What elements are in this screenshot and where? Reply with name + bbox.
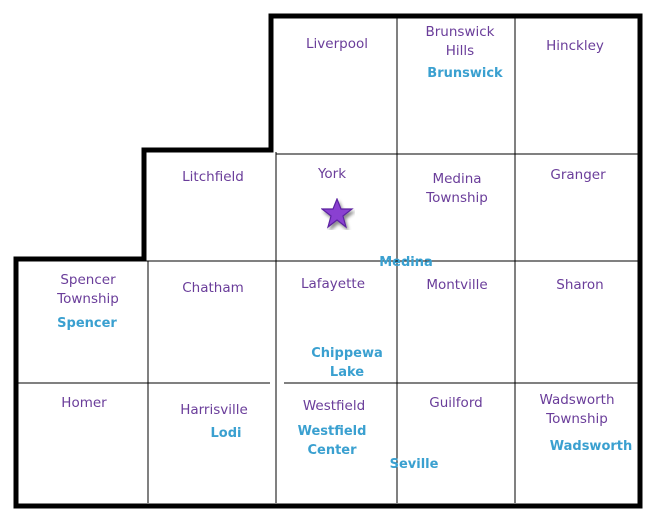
county-border: [13, 13, 643, 509]
township-litchfield: Litchfield: [182, 169, 244, 185]
city-lodi: Lodi: [210, 426, 242, 441]
star-icon: [321, 198, 354, 229]
township-harrisville: Harrisville: [180, 402, 248, 418]
grid-lines: [17, 17, 639, 503]
township-lafayette: Lafayette: [300, 276, 366, 292]
township-chatham: Chatham: [182, 280, 244, 296]
township-spencer: Spencer Township: [57, 272, 119, 307]
township-guilford: Guilford: [429, 395, 483, 411]
township-wadsworth: Wadsworth Township: [539, 392, 615, 427]
township-homer: Homer: [61, 395, 107, 411]
city-brunswick: Brunswick: [427, 66, 503, 81]
township-granger: Granger: [550, 167, 606, 183]
city-wadsworth: Wadsworth: [549, 439, 633, 454]
township-hinckley: Hinckley: [546, 38, 604, 54]
city-seville: Seville: [389, 457, 439, 472]
township-york: York: [317, 166, 347, 182]
township-westfield: Westfield: [302, 398, 366, 414]
city-westfield-center: Westfield Center: [297, 424, 367, 458]
city-chippewa-lake: Chippewa Lake: [311, 346, 383, 380]
city-spencer: Spencer: [57, 316, 117, 331]
township-brunswick-hills: Brunswick Hills: [425, 24, 495, 59]
township-montville: Montville: [426, 277, 488, 293]
township-sharon: Sharon: [556, 277, 604, 293]
township-medina: Medina Township: [426, 171, 488, 206]
township-liverpool: Liverpool: [306, 36, 368, 52]
city-medina: Medina: [379, 255, 433, 270]
